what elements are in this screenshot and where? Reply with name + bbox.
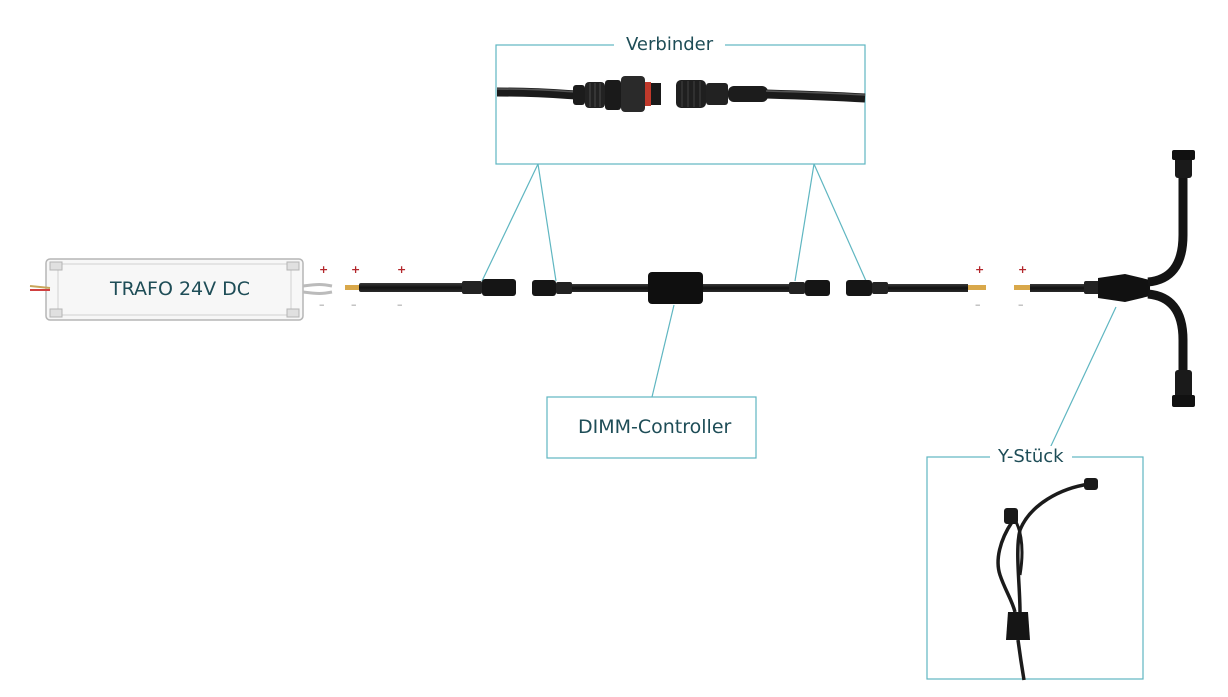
minus-marker: –	[397, 298, 403, 311]
callout-leader-lines	[481, 163, 1117, 449]
leader-line	[813, 163, 867, 282]
leader-line	[1049, 306, 1117, 449]
leader-line	[651, 304, 675, 398]
leader-line	[481, 163, 539, 282]
main-cable	[345, 272, 1100, 304]
verbinder-label: Verbinder	[614, 34, 726, 55]
y-stueck-callout-box	[926, 456, 1144, 680]
minus-marker: –	[351, 298, 357, 311]
y-piece	[1098, 150, 1195, 407]
plus-marker: +	[319, 263, 329, 276]
minus-marker: –	[975, 298, 981, 311]
y-stueck-label: Y-Stück	[990, 446, 1072, 467]
verbinder-photo	[496, 76, 866, 112]
dimm-controller-label: DIMM-Controller	[578, 416, 732, 438]
plus-marker: +	[397, 263, 407, 276]
plus-marker: +	[975, 263, 985, 276]
trafo-power-supply	[29, 258, 333, 321]
plus-marker: +	[351, 263, 361, 276]
dimm-controller-box	[648, 272, 703, 304]
minus-marker: –	[319, 298, 325, 311]
leader-line	[537, 163, 557, 282]
leader-line	[794, 163, 815, 282]
minus-marker: –	[1018, 298, 1024, 311]
trafo-label: TRAFO 24V DC	[110, 278, 251, 300]
dimm-controller-callout-box	[546, 396, 757, 459]
plus-marker: +	[1018, 263, 1028, 276]
y-stueck-photo	[996, 478, 1098, 681]
